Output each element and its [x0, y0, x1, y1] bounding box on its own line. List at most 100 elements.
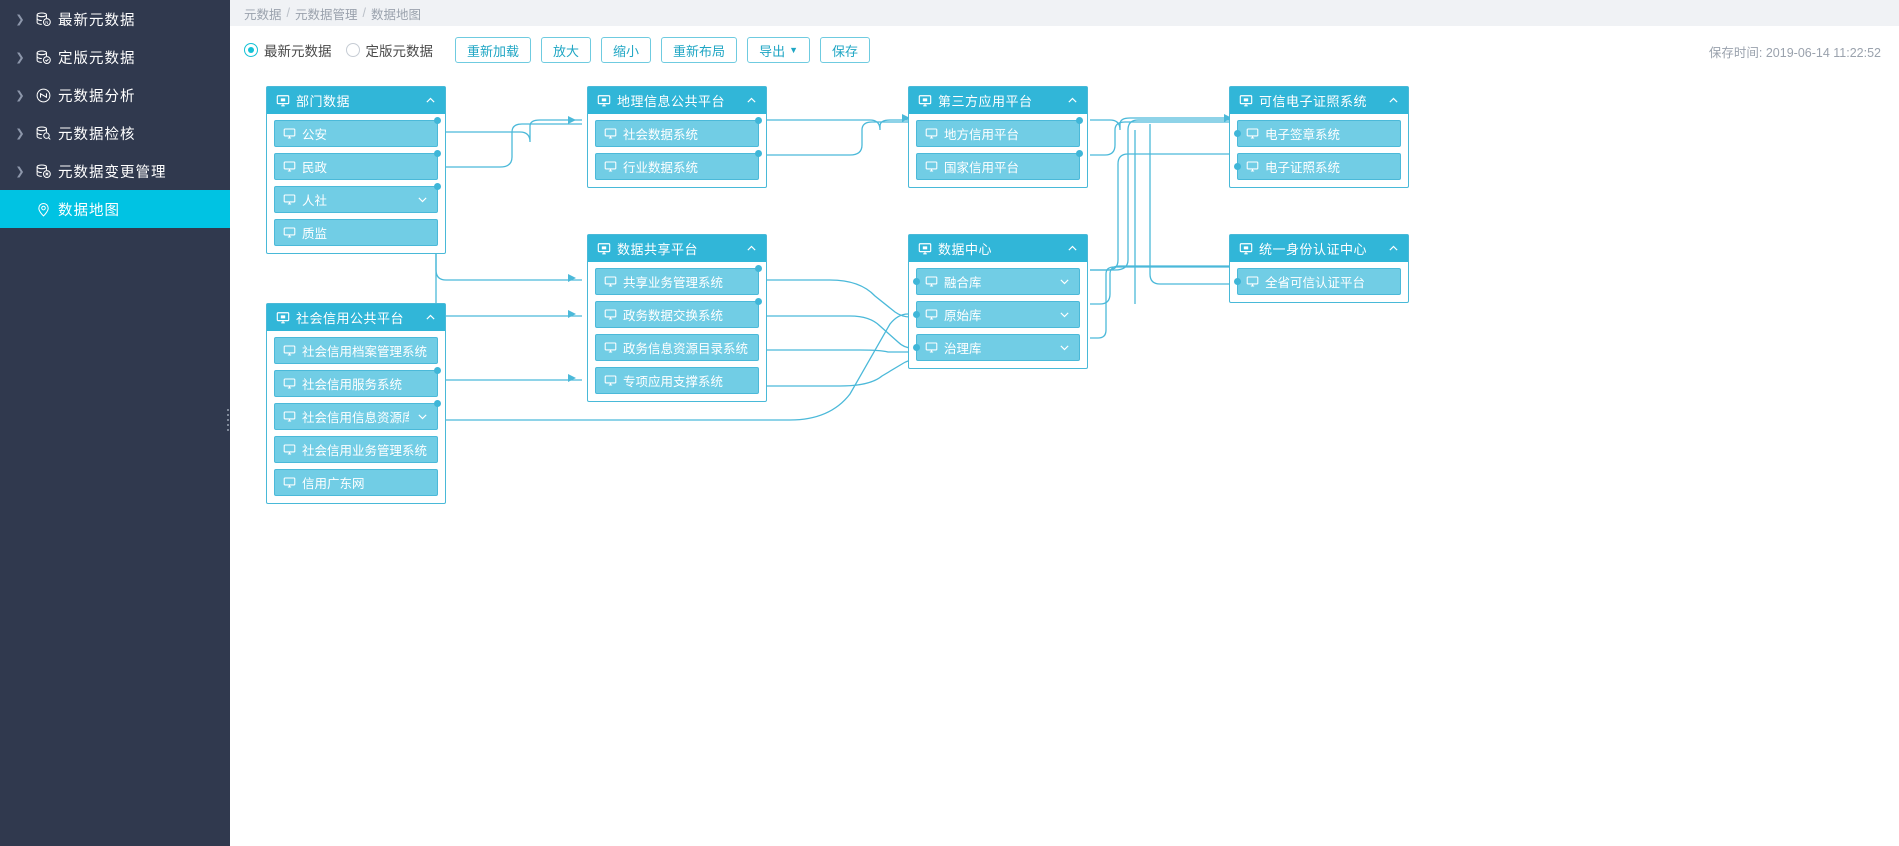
group-third-party-app-platform[interactable]: 第三方应用平台 地方信用平台	[908, 86, 1088, 188]
relayout-button[interactable]: 重新布局	[661, 37, 738, 63]
reload-button[interactable]: 重新加载	[455, 37, 532, 63]
chevron-up-icon[interactable]	[1386, 94, 1400, 108]
monitor-icon	[282, 160, 296, 174]
node-item[interactable]: 民政	[274, 150, 441, 180]
node-item[interactable]: 人社	[274, 183, 441, 213]
zoom-out-button[interactable]: 缩小	[601, 37, 652, 63]
breadcrumb-item-2[interactable]: 元数据管理	[295, 7, 358, 22]
monitor-icon	[1245, 127, 1259, 141]
chevron-down-icon[interactable]	[1057, 308, 1071, 322]
monitor-group-icon	[1239, 242, 1253, 256]
sidebar-item-latest-metadata[interactable]: ❯ N 最新元数据	[0, 0, 230, 38]
node-connector-port	[1234, 278, 1241, 285]
node-label: 社会信用服务系统	[302, 378, 403, 392]
node-item[interactable]: 公安	[274, 117, 441, 147]
chevron-down-icon[interactable]	[415, 410, 429, 424]
node-connector-port	[913, 278, 920, 285]
node-item[interactable]: 国家信用平台	[916, 150, 1083, 180]
chevron-up-icon[interactable]	[423, 94, 437, 108]
group-title: 地理信息公共平台	[617, 94, 726, 109]
sidebar-item-metadata-check[interactable]: ❯ 元数据检核	[0, 114, 230, 152]
monitor-group-icon	[597, 94, 611, 108]
node-item[interactable]: 共享业务管理系统	[595, 265, 762, 295]
chevron-right-icon: ❯	[15, 127, 25, 140]
node-connector-port	[434, 150, 441, 157]
radio-latest-metadata[interactable]: 最新元数据	[244, 40, 332, 60]
sidebar-item-label: 元数据检核	[58, 126, 136, 143]
group-header[interactable]: 社会信用公共平台	[267, 304, 445, 331]
sidebar-item-metadata-analysis[interactable]: ❯ 元数据分析	[0, 76, 230, 114]
node-item[interactable]: 全省可信认证平台	[1234, 268, 1401, 295]
node-connector-port	[913, 344, 920, 351]
group-body: 融合库 原始库	[909, 262, 1087, 368]
node-item[interactable]: 融合库	[913, 268, 1080, 295]
node-item[interactable]: 社会信用服务系统	[274, 367, 441, 397]
node-item[interactable]: 政务数据交换系统	[595, 298, 762, 328]
group-header[interactable]: 部门数据	[267, 87, 445, 114]
group-unified-identity-auth-center[interactable]: 统一身份认证中心 全省可信认证平台	[1229, 234, 1409, 303]
chevron-up-icon[interactable]	[1386, 242, 1400, 256]
chevron-right-icon: ❯	[15, 51, 25, 64]
group-header[interactable]: 可信电子证照系统	[1230, 87, 1408, 114]
zoom-in-button[interactable]: 放大	[541, 37, 592, 63]
save-button[interactable]: 保存	[820, 37, 871, 63]
node-item[interactable]: 信用广东网	[274, 469, 438, 496]
node-label: 公安	[302, 128, 328, 142]
node-item[interactable]: 质监	[274, 219, 438, 246]
group-social-credit-platform[interactable]: 社会信用公共平台 社会信用档案管理系统	[266, 303, 446, 504]
chevron-up-icon[interactable]	[1065, 242, 1079, 256]
group-title: 可信电子证照系统	[1259, 94, 1368, 109]
node-item[interactable]: 社会信用档案管理系统	[274, 337, 438, 364]
group-data-sharing-platform[interactable]: 数据共享平台 共享业务管理系统	[587, 234, 767, 402]
group-body: 社会数据系统 行业数据系统	[588, 114, 766, 187]
chevron-down-icon[interactable]	[1057, 341, 1071, 355]
node-label: 治理库	[944, 342, 982, 356]
monitor-icon	[282, 377, 296, 391]
data-map-canvas[interactable]: 部门数据 公安	[230, 74, 1899, 846]
sidebar-resize-handle[interactable]	[224, 400, 232, 440]
sidebar-item-data-map[interactable]: 数据地图	[0, 190, 230, 228]
radio-dot-icon	[345, 43, 360, 57]
group-header[interactable]: 第三方应用平台	[909, 87, 1087, 114]
monitor-group-icon	[1239, 94, 1253, 108]
export-button[interactable]: 导出 ▼	[747, 37, 810, 63]
chevron-up-icon[interactable]	[744, 94, 758, 108]
node-item[interactable]: 原始库	[913, 301, 1080, 328]
group-header[interactable]: 地理信息公共平台	[588, 87, 766, 114]
sidebar-item-label: 最新元数据	[58, 12, 136, 29]
breadcrumb-item-1[interactable]: 元数据	[244, 7, 282, 22]
sidebar-item-metadata-change-mgmt[interactable]: ❯ 元数据变更管理	[0, 152, 230, 190]
node-connector-port	[755, 298, 762, 305]
node-item[interactable]: 社会数据系统	[595, 117, 762, 147]
node-item[interactable]: 社会信用信息资源库	[274, 400, 441, 430]
analysis-circle-icon	[28, 87, 58, 104]
group-department-data[interactable]: 部门数据 公安	[266, 86, 446, 254]
node-item[interactable]: 治理库	[913, 334, 1080, 361]
monitor-icon	[924, 160, 938, 174]
node-item[interactable]: 行业数据系统	[595, 150, 762, 180]
breadcrumb-item-3[interactable]: 数据地图	[371, 7, 422, 22]
node-connector-port	[1234, 163, 1241, 170]
group-trusted-e-certificate-system[interactable]: 可信电子证照系统 电子签章系统	[1229, 86, 1409, 188]
node-item[interactable]: 地方信用平台	[916, 117, 1083, 147]
node-item[interactable]: 电子签章系统	[1234, 120, 1401, 147]
node-item[interactable]: 社会信用业务管理系统	[274, 436, 438, 463]
node-item[interactable]: 政务信息资源目录系统	[595, 334, 759, 361]
group-geo-info-platform[interactable]: 地理信息公共平台 社会数据系统	[587, 86, 767, 188]
sidebar-item-versioned-metadata[interactable]: ❯ 定版元数据	[0, 38, 230, 76]
group-header[interactable]: 统一身份认证中心	[1230, 235, 1408, 262]
node-label: 政务数据交换系统	[623, 309, 724, 323]
radio-versioned-metadata[interactable]: 定版元数据	[345, 40, 433, 60]
radio-dot-icon	[244, 43, 258, 57]
group-data-center[interactable]: 数据中心 融合库	[908, 234, 1088, 369]
group-header[interactable]: 数据中心	[909, 235, 1087, 262]
chevron-down-icon[interactable]	[1057, 275, 1071, 289]
group-header[interactable]: 数据共享平台	[588, 235, 766, 262]
chevron-up-icon[interactable]	[423, 311, 437, 325]
chevron-down-icon[interactable]	[415, 193, 429, 207]
node-item[interactable]: 专项应用支撑系统	[595, 367, 759, 394]
sidebar-item-label: 元数据变更管理	[58, 164, 167, 181]
chevron-up-icon[interactable]	[744, 242, 758, 256]
node-item[interactable]: 电子证照系统	[1234, 153, 1401, 180]
chevron-up-icon[interactable]	[1065, 94, 1079, 108]
